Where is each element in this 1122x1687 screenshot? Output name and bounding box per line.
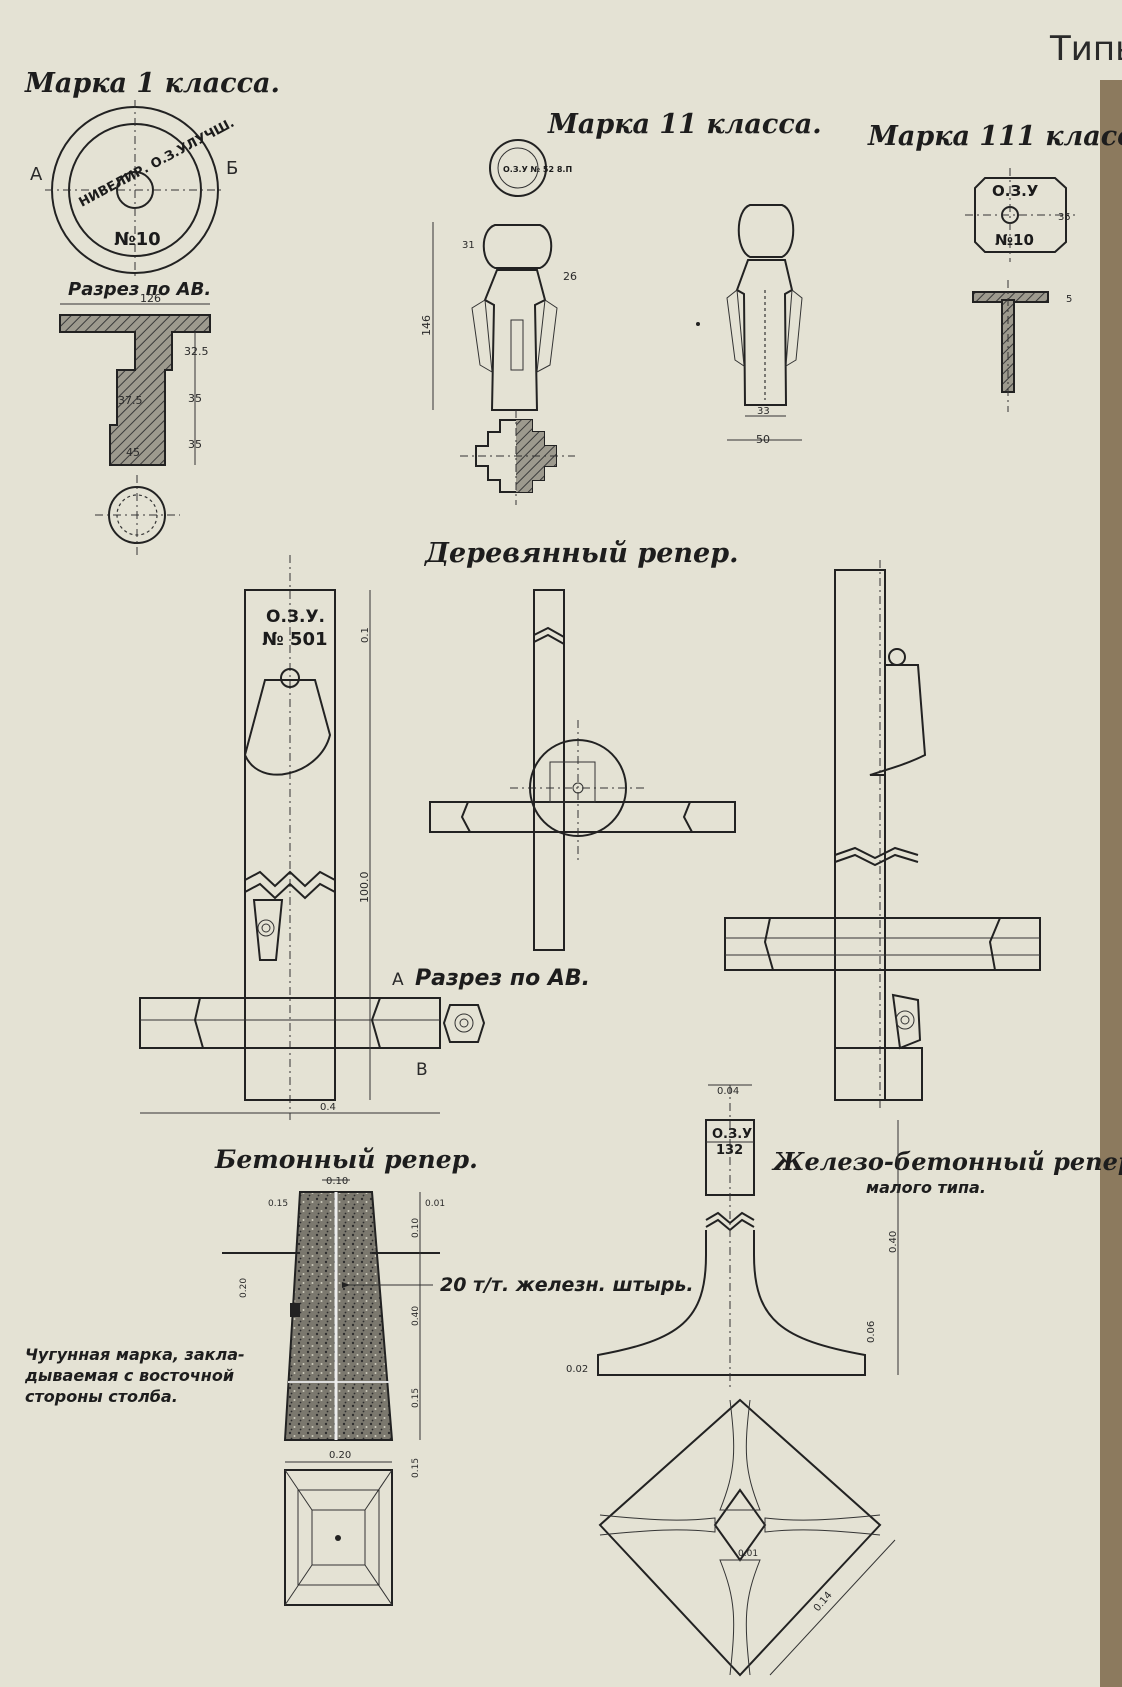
wooden-crossbar	[139, 997, 441, 1049]
reinforced-dim-0-04: 0.04	[717, 1086, 739, 1097]
mark2-body	[483, 269, 547, 411]
mark1-face-number: №10	[114, 229, 161, 250]
wooden-front-view: О.З.У. № 501 0.1 100.0 0.4 А Разрез по А…	[139, 555, 590, 1120]
mark1-dim-37-5: 37.5	[118, 394, 143, 407]
concrete-dim-0-20b: 0.20	[329, 1450, 351, 1461]
concrete-mark-note-2: дываемая с восточной	[24, 1366, 234, 1385]
concrete-dim-0-15b: 0.15	[411, 1388, 421, 1408]
mark3-dim-35: 35	[1058, 212, 1071, 223]
mark-class-2: Марка 11 класса. О.З.У № 52 8.П 146 31 2…	[420, 109, 822, 505]
wooden-post-line2: № 501	[262, 629, 328, 650]
reinforced-subtitle: малого типа.	[866, 1178, 986, 1197]
wooden-dim-100: 100.0	[358, 872, 371, 904]
mark-class-3: Марка 111 класса О.З.У №10 35 5	[867, 121, 1122, 412]
mark1-title: Марка 1 класса.	[24, 68, 280, 99]
wooden-dim-0-1: 0.1	[360, 627, 371, 643]
wooden-break-line	[244, 870, 336, 888]
mark2-dim-33: 33	[757, 406, 770, 417]
mark2-side-head	[737, 204, 795, 258]
wooden-side-crossbar	[724, 917, 1041, 971]
wooden-post-line1: О.З.У.	[266, 607, 325, 627]
wooden-section-ab	[442, 1004, 486, 1043]
mark2-head	[482, 224, 553, 269]
mark2-dim-50: 50	[756, 433, 770, 446]
reinforced-title: Железо-бетонный репер	[771, 1147, 1122, 1176]
mark2-side-view: 33 50	[696, 204, 803, 446]
concrete-pin-note: 20 т/т. железн. штырь.	[440, 1274, 694, 1296]
wooden-label-b: В	[416, 1060, 428, 1080]
mark3-plate	[974, 177, 1067, 253]
concrete-mark-note-1: Чугунная марка, закла-	[25, 1345, 245, 1364]
mark2-dim-146: 146	[420, 315, 433, 336]
mark1-section-title: Разрез по АВ.	[68, 279, 211, 300]
wooden-blaze	[243, 679, 332, 776]
concrete-mark-note-3: стороны столба.	[25, 1387, 178, 1406]
mark1-dim-45: 45	[126, 446, 140, 459]
concrete-dim-0-10: 0.10	[326, 1176, 348, 1187]
mark2-face-text: О.З.У № 52 8.П	[503, 165, 572, 174]
corner-header-text: Типы	[1049, 29, 1122, 69]
mark3-title: Марка 111 класса	[867, 121, 1122, 152]
mark2-face-outer	[489, 139, 547, 197]
mark3-face-number: №10	[995, 231, 1034, 249]
reinforced-plate-line2: 132	[716, 1143, 743, 1158]
wooden-label-a: А	[392, 970, 404, 990]
reinforced-plan-diamond	[598, 1398, 882, 1677]
mark1-label-b: Б	[226, 158, 238, 179]
mark1-dim-35a: 35	[188, 392, 202, 405]
wooden-plan-view	[429, 589, 736, 951]
mark2-dim-26: 26	[563, 270, 577, 283]
reinforced-foot	[597, 1230, 866, 1376]
reinforced-dim-0-02: 0.02	[566, 1364, 588, 1375]
concrete-dim-0-15c: 0.15	[411, 1458, 421, 1478]
mark1-section-profile	[59, 314, 211, 466]
wooden-side-grain	[891, 993, 922, 1050]
mark2-dim-31: 31	[462, 240, 475, 251]
wooden-side-stake	[869, 664, 927, 776]
mark3-face-line1: О.З.У	[992, 182, 1039, 200]
mark1-label-a: А	[30, 164, 43, 185]
wooden-post	[244, 589, 336, 1101]
concrete-section: 0.10 0.15 0.01 0.10 0.20 0.40 0.15 0.15 …	[24, 1176, 694, 1606]
concrete-plan	[284, 1469, 393, 1606]
concrete-dim-0-40: 0.40	[411, 1306, 421, 1326]
reinforced-benchmark: Железо-бетонный репер малого типа. 0.04 …	[566, 1084, 1122, 1677]
reinforced-dim-0-40: 0.40	[888, 1231, 899, 1253]
wooden-section-title: Разрез по АВ.	[415, 966, 590, 991]
binding-edge	[1100, 80, 1122, 1687]
mark1-dim-32-5: 32.5	[184, 345, 209, 358]
wooden-wood-grain-section	[252, 899, 284, 961]
concrete-title: Бетонный репер.	[214, 1145, 478, 1174]
mark2-title: Марка 11 класса.	[547, 109, 822, 140]
wooden-dim-0-4: 0.4	[320, 1102, 336, 1113]
mark3-dim-5: 5	[1066, 294, 1072, 305]
reinforced-plate-line1: О.З.У	[712, 1127, 752, 1142]
concrete-pillar	[283, 1191, 394, 1441]
concrete-dim-0-20: 0.20	[239, 1278, 249, 1298]
wooden-nail-head	[280, 668, 300, 688]
wooden-title: Деревянный репер.	[423, 538, 738, 569]
concrete-dim-0-01: 0.01	[425, 1199, 445, 1209]
concrete-dim-0-15: 0.15	[268, 1199, 288, 1209]
concrete-dim-0-10b: 0.10	[411, 1218, 421, 1238]
wooden-side-view	[724, 560, 1041, 1110]
mark1-dim-35b: 35	[188, 438, 202, 451]
mark2-side-body	[735, 259, 794, 406]
mark1-dim-126: 126	[140, 292, 161, 305]
reinforced-dim-0-06: 0.06	[866, 1321, 877, 1343]
reinforced-dim-0-01: 0.01	[738, 1549, 758, 1559]
